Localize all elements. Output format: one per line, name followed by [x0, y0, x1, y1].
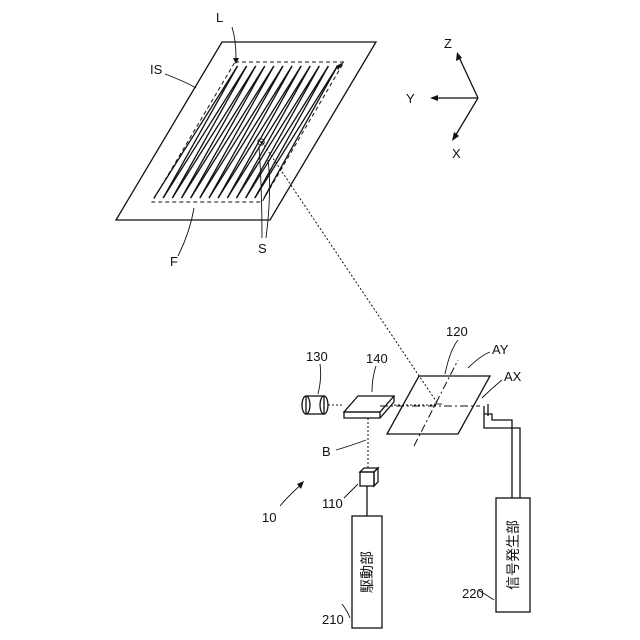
scan-line	[163, 66, 246, 198]
leader-AX	[482, 380, 502, 398]
label-AY: AY	[492, 342, 509, 357]
scan-return-line	[255, 66, 329, 198]
scan-return-line	[209, 66, 283, 198]
scan-line	[218, 66, 301, 198]
scan-return-line	[200, 66, 274, 198]
scan-return-line	[191, 66, 265, 198]
label-210: 210	[322, 612, 344, 627]
leader-S-2	[266, 160, 270, 238]
beam-splitter-side	[344, 412, 380, 418]
scan-line	[191, 66, 274, 198]
leader-IS	[165, 74, 196, 88]
scan-line	[237, 66, 320, 198]
leader-B	[336, 440, 366, 450]
laser-source-side	[374, 468, 378, 486]
label-axis-Z: Z	[444, 36, 452, 51]
beam-splitter	[344, 396, 394, 418]
scan-return-line	[246, 66, 320, 198]
rotation-axis-AY	[414, 360, 458, 446]
z-axis-arrowhead	[456, 52, 462, 61]
scan-return-line	[227, 66, 301, 198]
leader-AY	[468, 352, 490, 368]
scan-line	[209, 66, 292, 198]
scan-return-line	[163, 66, 237, 198]
scan-return-line	[218, 66, 292, 198]
label-S: S	[258, 241, 267, 256]
label-AX: AX	[504, 369, 522, 384]
signal-wire-inner	[484, 414, 512, 498]
laser-source	[360, 468, 378, 486]
beam-spot-center	[260, 141, 262, 143]
scan-direction-arrow	[336, 62, 344, 70]
laser-source-front	[360, 472, 374, 486]
label-130: 130	[306, 349, 328, 364]
scan-lines	[154, 66, 337, 198]
scan-line	[246, 66, 329, 198]
coordinate-axes: Y Z X	[406, 36, 478, 161]
scan-line	[255, 66, 338, 198]
label-10: 10	[262, 510, 276, 525]
photodetector	[302, 396, 328, 414]
drive-unit-label: 駆動部	[360, 551, 376, 593]
scan-line	[200, 66, 283, 198]
label-110: 110	[322, 496, 343, 511]
x-axis-arrowhead	[452, 132, 459, 141]
leader-130	[318, 364, 321, 394]
label-F: F	[170, 254, 178, 269]
scanning-mirror	[380, 360, 490, 446]
scan-frame	[152, 62, 344, 202]
x-axis-line	[454, 98, 478, 138]
label-L: L	[216, 10, 223, 25]
label-220: 220	[462, 586, 484, 601]
label-140: 140	[366, 351, 388, 366]
label-B: B	[322, 444, 331, 459]
leader-110	[344, 484, 358, 498]
leader-120	[445, 340, 458, 374]
z-axis-line	[458, 55, 478, 98]
y-axis-arrowhead	[430, 95, 438, 101]
leader-F	[178, 208, 194, 256]
leader-140	[372, 366, 376, 392]
scanned-beam	[262, 142, 438, 404]
scan-return-line	[172, 66, 246, 198]
label-axis-Y: Y	[406, 91, 415, 106]
scan-line	[172, 66, 255, 198]
scan-return-line	[237, 66, 311, 198]
label-axis-X: X	[452, 146, 461, 161]
scan-return-line	[264, 66, 337, 198]
label-120: 120	[446, 324, 468, 339]
scan-line	[227, 66, 310, 198]
label-IS: IS	[150, 62, 163, 77]
leader-10	[280, 484, 302, 506]
signal-generator-label: 信号発生部	[506, 520, 522, 590]
